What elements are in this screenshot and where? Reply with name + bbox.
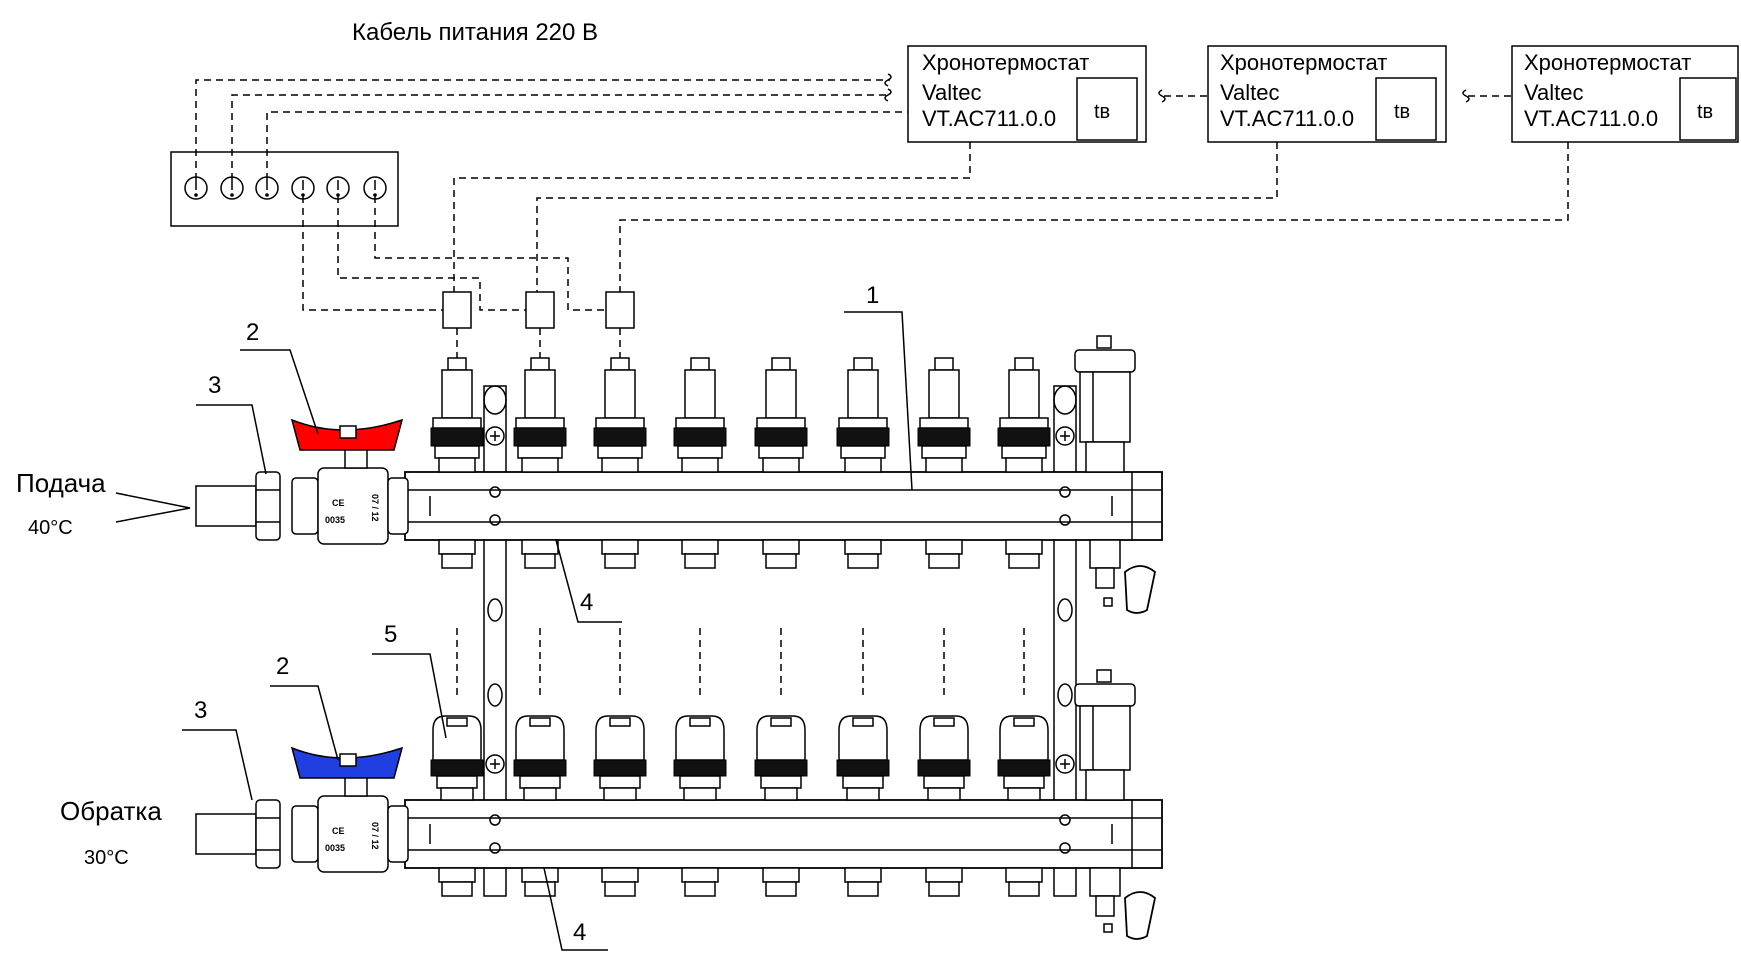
- supply-valve-ce-mark: CE: [332, 498, 345, 508]
- thermostat-1: Хронотермостат Valtec VT.AC711.0.0 tв: [907, 45, 1147, 143]
- supply-outlet-3: [601, 539, 639, 569]
- callout-1-number: 1: [866, 282, 879, 309]
- return-valve-date: 07 / 12: [370, 822, 380, 850]
- callout-4-top: 4: [555, 539, 622, 623]
- supply-outlet-8: [1005, 539, 1043, 569]
- callout-3-bottom-number: 3: [194, 697, 207, 724]
- thermostat-2-model: VT.AC711.0.0: [1220, 106, 1354, 131]
- return-temp-label: 30°C: [84, 847, 129, 869]
- balancing-cap-2: [513, 715, 567, 801]
- return-manifold: [404, 715, 1163, 897]
- thermal-actuator-8: [997, 357, 1051, 473]
- thermal-actuator-2: [513, 357, 567, 473]
- callout-4-bottom-number: 4: [573, 919, 586, 946]
- supply-manifold: [404, 357, 1163, 569]
- thermostat-2-title: Хронотермостат: [1220, 50, 1387, 75]
- balancing-cap-4: [673, 715, 727, 801]
- loop-dash-lines: [456, 628, 1025, 700]
- supply-outlet-5: [762, 539, 800, 569]
- terminal-block: [170, 151, 399, 227]
- supply-ball-valve: CE 0035 07 / 12: [195, 418, 409, 545]
- return-outlet-2: [521, 867, 559, 897]
- return-outlet-4: [681, 867, 719, 897]
- thermostat-2-brand: Valtec: [1220, 80, 1280, 105]
- balancing-cap-6: [836, 715, 890, 801]
- supply-outlet-6: [844, 539, 882, 569]
- callout-3-bottom: 3: [182, 697, 253, 801]
- thermostat-3-title: Хронотермостат: [1524, 50, 1691, 75]
- supply-outlet-fittings: [438, 539, 1043, 569]
- thermal-actuator-3: [593, 357, 647, 473]
- supply-outlet-2: [521, 539, 559, 569]
- supply-temp-label: 40°C: [28, 517, 73, 539]
- callout-2-bottom-number: 2: [276, 653, 289, 680]
- callout-1: 1: [844, 282, 913, 491]
- thermostat-1-sensor: tв: [1094, 101, 1110, 123]
- return-outlet-3: [601, 867, 639, 897]
- return-outlet-5: [762, 867, 800, 897]
- thermostat-3-brand: Valtec: [1524, 80, 1584, 105]
- balancing-cap-8: [997, 715, 1051, 801]
- callout-4-top-number: 4: [580, 589, 593, 616]
- supply-outlet-1: [438, 539, 476, 569]
- thermostat-1-brand: Valtec: [922, 80, 982, 105]
- thermostat-signal-lines: [453, 142, 1569, 292]
- thermal-actuator-1: [430, 357, 484, 473]
- balancing-cap-1: [430, 715, 484, 801]
- thermal-actuators: [430, 357, 1051, 473]
- supply-label: Подача: [16, 468, 106, 498]
- power-cable-lines: [195, 73, 908, 180]
- relay-boxes: [442, 291, 635, 358]
- return-outlet-1: [438, 867, 476, 897]
- callout-2-top: 2: [240, 319, 319, 435]
- return-ball-valve: CE 0035 07 / 12: [195, 746, 409, 873]
- return-outlet-fittings: [438, 867, 1043, 897]
- air-vent-top: [1074, 335, 1156, 614]
- bracket-screws: [485, 426, 1075, 774]
- return-valve-ce-mark: CE: [332, 826, 345, 836]
- callout-2-bottom: 2: [270, 653, 339, 761]
- balancing-cap-7: [917, 715, 971, 801]
- thermostat-3-sensor: tв: [1697, 101, 1713, 123]
- thermostat-2: Хронотермостат Valtec VT.AC711.0.0 tв: [1207, 45, 1447, 143]
- balancing-valve-caps: [430, 715, 1051, 801]
- supply-outlet-4: [681, 539, 719, 569]
- return-outlet-7: [925, 867, 963, 897]
- callout-5-number: 5: [384, 621, 397, 648]
- callout-5: 5: [372, 621, 447, 739]
- thermal-actuator-4: [673, 357, 727, 473]
- thermal-actuator-5: [754, 357, 808, 473]
- relay-lines: [302, 196, 610, 311]
- air-vent-bottom: [1074, 669, 1156, 940]
- supply-valve-date: 07 / 12: [370, 494, 380, 522]
- supply-outlet-7: [925, 539, 963, 569]
- balancing-cap-3: [593, 715, 647, 801]
- power-cable-label: Кабель питания 220 В: [352, 19, 598, 46]
- thermostat-1-model: VT.AC711.0.0: [922, 106, 1056, 131]
- balancing-cap-5: [754, 715, 808, 801]
- thermal-actuator-6: [836, 357, 890, 473]
- callout-3-top: 3: [196, 372, 267, 475]
- callout-2-top-number: 2: [246, 319, 259, 346]
- return-label: Обратка: [60, 796, 162, 826]
- thermostat-3: Хронотермостат Valtec VT.AC711.0.0 tв: [1511, 45, 1739, 143]
- thermostat-2-sensor: tв: [1394, 101, 1410, 123]
- return-outlet-8: [1005, 867, 1043, 897]
- return-outlet-6: [844, 867, 882, 897]
- thermostat-3-model: VT.AC711.0.0: [1524, 106, 1658, 131]
- supply-valve-code: 0035: [325, 515, 345, 525]
- callout-4-bottom: 4: [543, 867, 608, 951]
- thermostat-links: [1158, 89, 1512, 103]
- supply-arrow: [115, 492, 191, 523]
- callout-3-top-number: 3: [208, 372, 221, 399]
- thermal-actuator-7: [917, 357, 971, 473]
- return-valve-code: 0035: [325, 843, 345, 853]
- thermostat-1-title: Хронотермостат: [922, 50, 1089, 75]
